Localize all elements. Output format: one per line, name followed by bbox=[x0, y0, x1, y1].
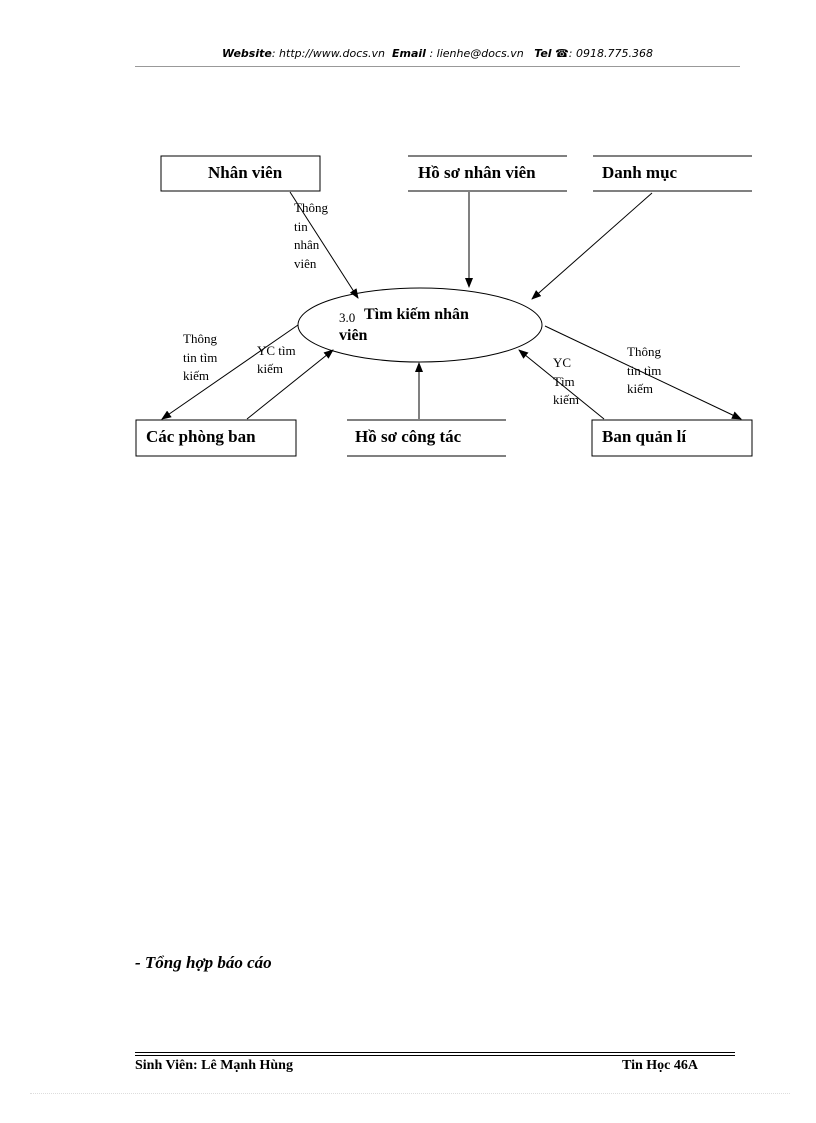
entity-cac-phong-ban bbox=[135, 419, 297, 457]
email-value: : lienhe@docs.vn bbox=[425, 47, 524, 60]
flow-danh-muc-to-process bbox=[531, 192, 653, 300]
flow-label-bq-out-line3: kiếm bbox=[627, 381, 653, 396]
email-label: Email bbox=[392, 47, 426, 60]
process-title-line1: Tìm kiếm nhân bbox=[364, 306, 469, 323]
flow-process-to-cac-phong-ban bbox=[161, 324, 299, 420]
entity-cac-phong-ban-label: Các phòng ban bbox=[146, 427, 256, 446]
flow-ban-quan-li-to-process bbox=[518, 349, 605, 420]
header-rule bbox=[135, 66, 740, 67]
flow-process-to-ban-quan-li bbox=[544, 325, 742, 420]
footer-rule-bottom bbox=[135, 1055, 735, 1056]
process-number: 3.0 bbox=[339, 310, 355, 325]
store-ho-so-cong-tac-label: Hồ sơ công tác bbox=[355, 427, 462, 446]
footer-student: Sinh Viên: Lê Mạnh Hùng bbox=[135, 1058, 293, 1073]
flow-label-bq-in-line1: YC bbox=[553, 355, 571, 370]
flow-label-bq-in-line3: kiếm bbox=[553, 392, 579, 407]
flow-label-nv-line1: Thông bbox=[294, 200, 328, 215]
entity-ban-quan-li bbox=[591, 419, 753, 457]
process-title-line2: viên bbox=[339, 327, 368, 344]
flow-label-pb-out-line3: kiếm bbox=[183, 368, 209, 383]
footer-rule-top bbox=[135, 1052, 735, 1053]
flow-label-nv-line2: tin bbox=[294, 219, 308, 234]
flow-nhan-vien-to-process bbox=[289, 191, 359, 299]
flow-label-pb-out-line2: tin tìm bbox=[183, 350, 217, 365]
phone-icon: ☎ bbox=[555, 47, 569, 60]
website-value: : http://www.docs.vn bbox=[271, 47, 386, 60]
flow-label-nv-line3: nhân bbox=[294, 237, 320, 252]
page-bottom-divider bbox=[30, 1093, 790, 1094]
store-danh-muc-label: Danh mục bbox=[602, 163, 678, 182]
website-label: Website bbox=[222, 47, 272, 60]
page-header: Website: http://www.docs.vn Email : lien… bbox=[135, 47, 740, 60]
flow-label-nv-line4: viên bbox=[294, 256, 317, 271]
flow-label-bq-out-line1: Thông bbox=[627, 344, 661, 359]
entity-nhan-vien bbox=[160, 155, 321, 192]
section-heading: - Tổng hợp báo cáo bbox=[135, 953, 272, 972]
store-ho-so-nhan-vien-label: Hồ sơ nhân viên bbox=[418, 163, 536, 182]
tel-label: Tel bbox=[534, 47, 552, 60]
flow-label-bq-out-line2: tin tìm bbox=[627, 363, 661, 378]
flow-cac-phong-ban-to-process bbox=[246, 349, 334, 420]
entity-ban-quan-li-label: Ban quản lí bbox=[602, 427, 686, 446]
footer-class: Tin Học 46A bbox=[622, 1058, 698, 1073]
process-ellipse bbox=[297, 287, 543, 363]
entity-nhan-vien-label: Nhân viên bbox=[208, 163, 283, 182]
flow-label-bq-in-line2: Tìm bbox=[553, 374, 575, 389]
flow-label-pb-in-line1: YC tìm bbox=[257, 343, 296, 358]
flow-label-pb-in-line2: kiếm bbox=[257, 361, 283, 376]
flow-label-pb-out-line1: Thông bbox=[183, 331, 217, 346]
tel-value: : 0918.775.368 bbox=[568, 47, 653, 60]
